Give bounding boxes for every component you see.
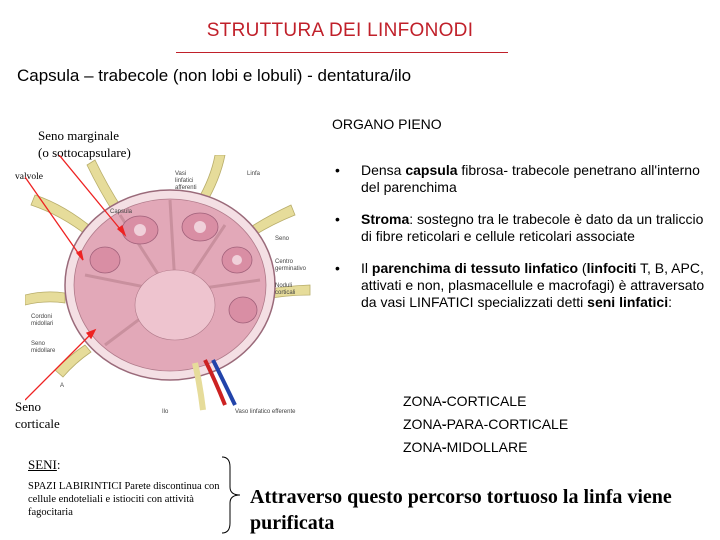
bullet-dot: • [335, 211, 340, 227]
bullet-text: Densa [361, 162, 406, 178]
label-letter-a: A [60, 383, 64, 389]
lymph-node-diagram: Linfa Vasi linfatici afferenti Capsula S… [25, 155, 311, 415]
label-vaso-efferente: Vaso linfatico efferente [235, 409, 296, 415]
conclusion-text: Attraverso questo percorso tortuoso la l… [250, 486, 672, 534]
label-seno-mid-2: midollare [31, 348, 56, 354]
bullet-bold: parenchima di tessuto linfatico [371, 260, 579, 276]
valvole-label: valvole [15, 172, 43, 182]
hilum-vessels [192, 359, 237, 411]
bullet-stroma: • Stroma: sostegno tra le trabecole è da… [335, 211, 715, 245]
seno-corticale-line1: Seno [15, 399, 41, 414]
zone-dash: - [441, 416, 447, 432]
seno-marginale-label: Seno marginale (o sottocapsulare) [38, 127, 131, 161]
zone-prefix: ZONA [403, 393, 442, 409]
bullet-dot: • [335, 260, 340, 276]
label-centro-2: germinativo [275, 266, 307, 272]
zone-name: MIDOLLARE [446, 439, 528, 455]
label-centro-1: Centro [275, 259, 294, 265]
title-underline [176, 52, 508, 53]
label-noduli-2: corticali [275, 290, 295, 296]
bullet-dot: • [335, 162, 340, 178]
bullet-bold: linfociti [586, 260, 637, 276]
label-capsula: Capsula [110, 209, 133, 215]
label-seno-mid-1: Seno [31, 341, 46, 347]
seni-description: SPAZI LABIRINTICI Parete discontinua con… [28, 481, 220, 518]
zone-name: CORTICALE [446, 393, 527, 409]
bullet-bold: capsula [405, 162, 458, 178]
zone-midollare: ZONA-MIDOLLARE [403, 439, 527, 455]
label-cordoni-1: Cordoni [31, 314, 52, 320]
bullet-text: ( [578, 260, 587, 276]
curly-bracket [221, 456, 241, 534]
subtitle: Capsula – trabecole (non lobi e lobuli) … [17, 66, 412, 85]
label-seno: Seno [275, 236, 290, 242]
zone-dash: - [441, 439, 447, 455]
label-cordoni-2: midollari [31, 321, 53, 327]
bullet-bold: seni linfatici [587, 294, 669, 310]
seno-corticale-line2: corticale [15, 416, 60, 431]
bullet-capsula: • Densa capsula fibrosa- trabecole penet… [335, 162, 715, 196]
bullet-text: T, B, APC, attivati e non, plasmacellule… [361, 260, 705, 310]
seno-marginale-line1: Seno marginale [38, 128, 119, 143]
label-vasi-2: linfatici [175, 178, 193, 184]
bullet-text: : sostegno tra le trabecole è dato da un… [361, 211, 704, 244]
seni-word: SENI [28, 457, 57, 472]
label-vasi-3: afferenti [175, 185, 197, 191]
zone-prefix: ZONA [403, 416, 442, 432]
seni-colon: : [56, 457, 61, 472]
seni-label: SENI: [28, 457, 61, 473]
zone-paracorticale: ZONA-PARA-CORTICALE [403, 416, 568, 432]
zone-name: PARA-CORTICALE [446, 416, 569, 432]
seno-corticale-label: Seno corticale [15, 398, 60, 432]
organo-pieno-heading: ORGANO PIENO [332, 116, 442, 132]
bullet-text: fibrosa- trabecole penetrano all'interno… [361, 162, 700, 195]
zone-prefix: ZONA [403, 439, 442, 455]
zone-dash: - [441, 393, 447, 409]
bullet-text: Il [361, 260, 372, 276]
bullet-list: • Densa capsula fibrosa- trabecole penet… [335, 162, 715, 326]
medulla [134, 269, 216, 341]
seno-marginale-line2: (o sottocapsulare) [38, 145, 131, 160]
label-arrows [25, 155, 127, 401]
bullet-bold: Stroma [361, 211, 410, 227]
label-ilo: Ilo [162, 409, 169, 415]
page-title: STRUTTURA DEI LINFONODI [206, 20, 474, 41]
label-linfa: Linfa [247, 171, 261, 177]
label-noduli-1: Noduli [275, 283, 292, 289]
label-vasi-1: Vasi [175, 171, 186, 177]
zone-corticale: ZONA-CORTICALE [403, 393, 526, 409]
germinal-centers [134, 221, 242, 265]
bullet-text: : [668, 294, 672, 310]
bullet-parenchima: • Il parenchima di tessuto linfatico (li… [335, 260, 715, 311]
